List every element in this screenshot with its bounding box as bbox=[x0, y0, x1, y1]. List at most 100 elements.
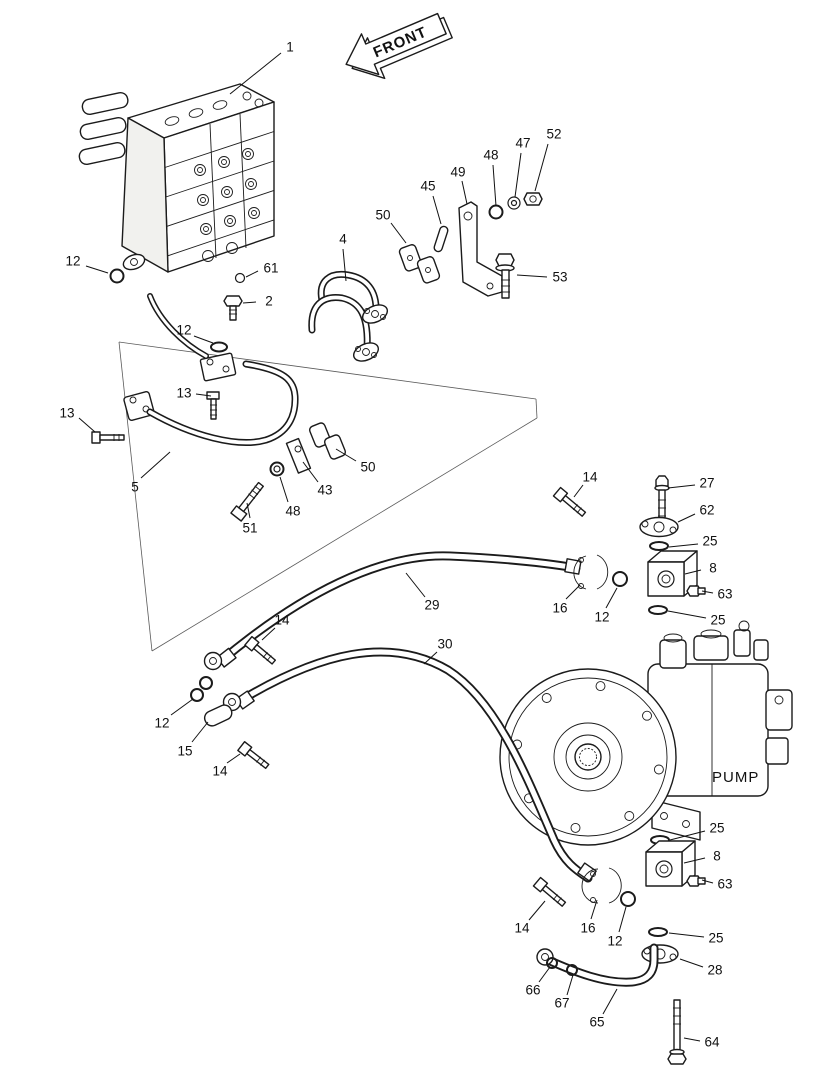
callout-leader-50 bbox=[335, 448, 357, 462]
callout-label-12: 12 bbox=[594, 610, 609, 625]
callout-leader-51 bbox=[246, 502, 251, 519]
pump-assembly: PUMP bbox=[499, 620, 793, 846]
callout-leader-45 bbox=[432, 195, 442, 225]
callout-label-51: 51 bbox=[242, 521, 257, 536]
mounting-bracket-assembly bbox=[398, 192, 543, 299]
callout-leader-63 bbox=[701, 879, 714, 884]
hose-65 bbox=[536, 943, 659, 987]
callout-leader-64 bbox=[683, 1037, 701, 1042]
valve-block-8 bbox=[647, 550, 698, 597]
washer-66 bbox=[546, 957, 558, 969]
callout-leader-30 bbox=[423, 651, 438, 665]
callout-leader-61 bbox=[245, 270, 259, 278]
o-ring-25 bbox=[648, 605, 668, 615]
callout-label-15: 15 bbox=[177, 744, 192, 759]
callout-label-64: 64 bbox=[704, 1035, 720, 1050]
nut-52 bbox=[523, 192, 543, 206]
bolt-14 bbox=[532, 876, 567, 907]
callout-leader-12 bbox=[170, 698, 194, 716]
callout-leader-28 bbox=[679, 958, 704, 968]
callout-label-25: 25 bbox=[708, 931, 723, 946]
o-ring-25 bbox=[648, 927, 668, 937]
callout-label-61: 61 bbox=[263, 261, 278, 276]
callout-leader-12 bbox=[618, 906, 627, 933]
callout-label-12: 12 bbox=[607, 934, 622, 949]
callout-leader-47 bbox=[514, 152, 522, 198]
o-ring-12 bbox=[199, 676, 213, 690]
callout-leader-8 bbox=[684, 569, 702, 575]
callout-leader-25 bbox=[669, 830, 706, 841]
callout-label-14: 14 bbox=[274, 613, 290, 628]
callout-label-16: 16 bbox=[580, 921, 595, 936]
elbow-28 bbox=[641, 944, 679, 964]
clamp-half-50 bbox=[398, 244, 423, 272]
callout-leader-14 bbox=[261, 627, 276, 641]
callout-label-29: 29 bbox=[424, 598, 439, 613]
callout-label-45: 45 bbox=[420, 179, 435, 194]
lower-block-assembly bbox=[532, 835, 706, 1065]
callout-leader-14 bbox=[226, 753, 241, 764]
callout-leader-29 bbox=[405, 572, 426, 598]
split-flange-16 bbox=[581, 867, 622, 904]
callout-leader-16 bbox=[590, 899, 598, 920]
callout-label-14: 14 bbox=[582, 470, 598, 485]
pipe-5 bbox=[123, 293, 299, 446]
callout-leader-52 bbox=[534, 143, 549, 192]
valve-block-8 bbox=[645, 840, 696, 887]
callout-label-50: 50 bbox=[375, 208, 390, 223]
bolt-51 bbox=[230, 481, 264, 522]
callout-label-25: 25 bbox=[710, 613, 725, 628]
o-ring-12b bbox=[210, 341, 228, 353]
callout-leader-12 bbox=[605, 587, 618, 609]
callout-leader-14 bbox=[528, 900, 546, 921]
callout-label-52: 52 bbox=[546, 127, 561, 142]
section-plane-lines bbox=[118, 341, 538, 652]
callout-leader-14 bbox=[573, 484, 584, 498]
washer-47 bbox=[507, 196, 521, 210]
bolt-64 bbox=[667, 999, 687, 1065]
bolt-53 bbox=[495, 253, 515, 299]
o-ring-12 bbox=[190, 688, 204, 702]
callout-leader-50 bbox=[390, 222, 407, 244]
callout-leader-12 bbox=[85, 265, 109, 274]
callout-leader-12 bbox=[193, 335, 214, 344]
pump-shaft bbox=[574, 743, 602, 771]
washer-48 bbox=[269, 461, 285, 477]
pipe-4 bbox=[308, 270, 389, 362]
callout-leader-25 bbox=[668, 543, 699, 548]
callout-label-65: 65 bbox=[589, 1015, 604, 1030]
plug-63 bbox=[686, 875, 706, 887]
callout-leader-43 bbox=[302, 461, 319, 483]
pipe-flange-block bbox=[199, 352, 237, 382]
callout-leader-25 bbox=[667, 610, 707, 619]
plug-63 bbox=[686, 585, 706, 597]
banjo-eye bbox=[536, 948, 554, 966]
washer-67 bbox=[566, 964, 578, 976]
elbow-flange-62 bbox=[639, 516, 679, 538]
callout-label-14: 14 bbox=[514, 921, 530, 936]
callout-label-62: 62 bbox=[699, 503, 714, 518]
callout-label-43: 43 bbox=[317, 483, 332, 498]
callout-label-25: 25 bbox=[709, 821, 724, 836]
callout-leader-62 bbox=[677, 513, 696, 523]
callout-leader-66 bbox=[538, 966, 551, 983]
callout-label-4: 4 bbox=[339, 232, 347, 247]
split-flange-16 bbox=[573, 554, 609, 590]
washer-61 bbox=[234, 272, 246, 284]
callout-leader-16 bbox=[565, 584, 581, 600]
bolt-14 bbox=[237, 741, 270, 770]
callout-label-12: 12 bbox=[65, 254, 80, 269]
callout-label-67: 67 bbox=[554, 996, 569, 1011]
pump-label: PUMP bbox=[712, 769, 759, 786]
callout-label-66: 66 bbox=[525, 983, 540, 998]
callout-leader-5 bbox=[140, 451, 171, 479]
callout-label-8: 8 bbox=[709, 561, 717, 576]
o-ring-12 bbox=[620, 891, 636, 907]
bolt-13b bbox=[91, 431, 125, 444]
callout-label-47: 47 bbox=[515, 136, 530, 151]
bolt-13a bbox=[206, 391, 220, 420]
callout-label-50: 50 bbox=[360, 460, 375, 475]
callout-label-48: 48 bbox=[483, 148, 498, 163]
